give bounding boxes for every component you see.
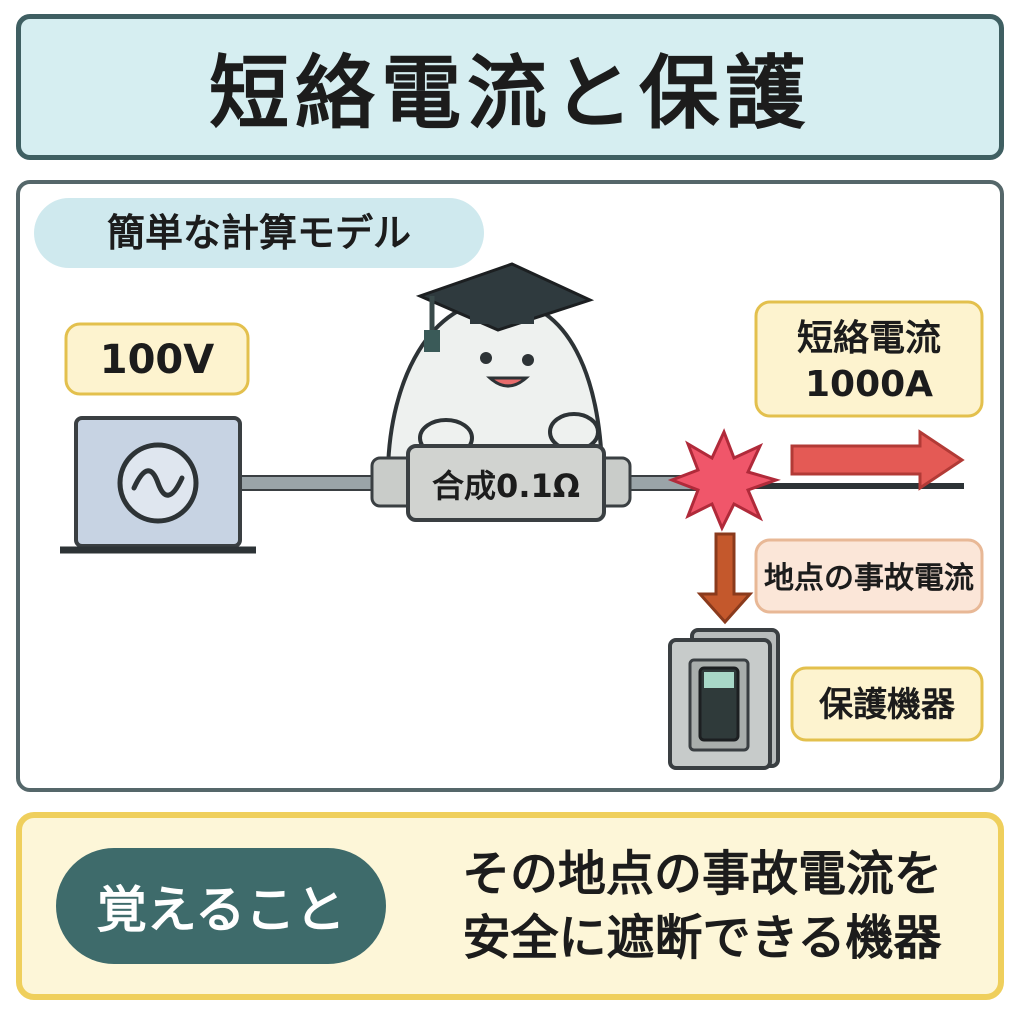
impedance-text: 合成0.1Ω	[432, 467, 580, 505]
fault-current-label: 地点の事故電流	[754, 538, 984, 614]
footer-line-2: 安全に遮断できる機器	[462, 910, 942, 966]
footer-line-1: その地点の事故電流を	[461, 846, 942, 902]
ac-source-icon	[60, 416, 256, 554]
title-panel: 短絡電流と保護	[16, 14, 1004, 160]
breaker-icon	[668, 628, 780, 770]
model-label-text: 簡単な計算モデル	[107, 211, 411, 255]
short-circuit-line2: 1000A	[805, 364, 933, 405]
spark-icon	[667, 428, 781, 532]
voltage-text: 100V	[100, 337, 214, 383]
arrow-right-icon	[790, 429, 965, 491]
protection-text: 保護機器	[819, 685, 956, 725]
short-circuit-label: 短絡電流 1000A	[754, 300, 984, 418]
protection-label: 保護機器	[790, 666, 984, 742]
impedance-block: 合成0.1Ω	[370, 444, 632, 522]
mascot-graduate-icon	[385, 262, 605, 472]
footer-text: その地点の事故電流を 安全に遮断できる機器	[412, 842, 992, 970]
voltage-label: 100V	[64, 322, 250, 396]
page-title: 短絡電流と保護	[209, 47, 811, 140]
fault-current-text: 地点の事故電流	[764, 561, 974, 596]
arrow-down-icon	[696, 532, 754, 625]
model-label: 簡単な計算モデル	[34, 198, 484, 268]
footer-pill: 覚えること	[56, 848, 386, 964]
short-circuit-line1: 短絡電流	[797, 318, 941, 359]
footer-panel: 覚えること その地点の事故電流を 安全に遮断できる機器	[16, 812, 1004, 1000]
